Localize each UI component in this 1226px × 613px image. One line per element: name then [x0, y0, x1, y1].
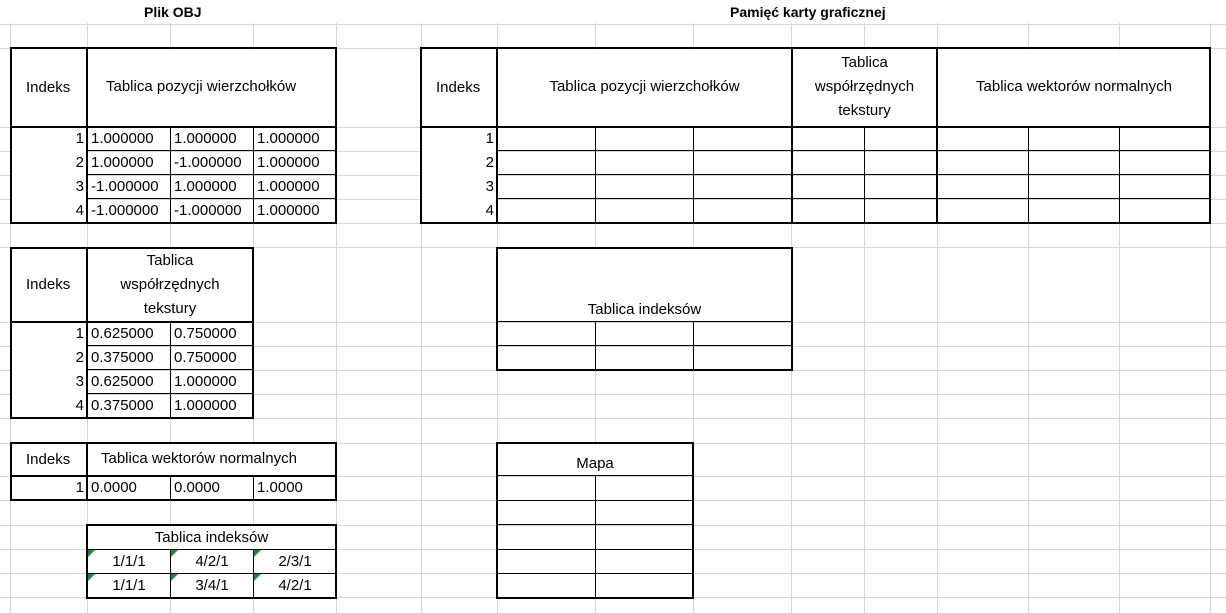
obj-file-title: Plik OBJ: [144, 4, 202, 20]
cell-z: 1.000000: [257, 154, 320, 171]
map-header: Mapa: [576, 455, 614, 472]
cell-v: 0.750000: [174, 325, 237, 342]
indices-header: Tablica indeksów: [154, 529, 269, 546]
row-index: 4: [485, 202, 494, 219]
column-header-texcoords-line2: współrzędnych: [120, 276, 220, 293]
cell-u: 0.625000: [91, 325, 154, 342]
cell-x: -1.000000: [91, 178, 159, 195]
cell-v: 1.000000: [174, 373, 237, 390]
face-index-cell: 1/1/1: [112, 577, 146, 594]
column-header-normals: Tablica wektorów normalnych: [101, 450, 297, 467]
row-index: 1: [75, 130, 84, 147]
column-header-texcoords-line3: tekstury: [838, 102, 891, 119]
column-header-texcoords-line2: współrzędnych: [814, 78, 915, 95]
column-header-indeks: Indeks: [26, 79, 71, 96]
gpu-indices-header: Tablica indeksów: [587, 301, 702, 318]
cell-y: 1.000000: [174, 178, 237, 195]
row-index: 3: [75, 373, 84, 390]
cell-x: 1.000000: [91, 154, 154, 171]
cell-v: 1.000000: [174, 397, 237, 414]
column-header-indeks: Indeks: [26, 276, 71, 293]
cell-y: 1.000000: [174, 130, 237, 147]
cell-y: -1.000000: [174, 154, 242, 171]
cell-v: 0.750000: [174, 349, 237, 366]
face-index-cell: 4/2/1: [278, 577, 312, 594]
cell-nx: 0.0000: [91, 479, 137, 496]
cell-y: -1.000000: [174, 202, 242, 219]
row-index: 2: [485, 154, 494, 171]
column-header-indeks: Indeks: [26, 451, 71, 468]
cell-z: 1.000000: [257, 178, 320, 195]
face-index-cell: 3/4/1: [195, 577, 229, 594]
gpu-memory-title: Pamięć karty graficznej: [730, 4, 886, 20]
face-index-cell: 2/3/1: [278, 553, 312, 570]
row-index: 3: [75, 178, 84, 195]
column-header-indeks: Indeks: [436, 79, 481, 96]
cell-u: 0.625000: [91, 373, 154, 390]
column-header-texcoords-line3: tekstury: [143, 300, 197, 317]
row-index: 1: [485, 130, 494, 147]
cell-nz: 1.0000: [257, 479, 303, 496]
column-header-positions: Tablica pozycji wierzchołków: [106, 78, 297, 95]
column-header-normals: Tablica wektorów normalnych: [976, 78, 1172, 95]
row-index: 2: [75, 349, 84, 366]
cell-x: 1.000000: [91, 130, 154, 147]
cell-z: 1.000000: [257, 130, 320, 147]
row-index: 4: [75, 397, 84, 414]
cell-z: 1.000000: [257, 202, 320, 219]
column-header-texcoords-line1: Tablica: [146, 252, 194, 269]
row-index: 2: [75, 154, 84, 171]
cell-u: 0.375000: [91, 349, 154, 366]
row-index: 3: [485, 178, 494, 195]
row-index: 1: [75, 479, 84, 496]
cell-u: 0.375000: [91, 397, 154, 414]
row-index: 1: [75, 325, 84, 342]
face-index-cell: 1/1/1: [112, 553, 146, 570]
cell-x: -1.000000: [91, 202, 159, 219]
cell-ny: 0.0000: [174, 479, 220, 496]
column-header-texcoords-line1: Tablica: [841, 54, 888, 71]
column-header-positions: Tablica pozycji wierzchołków: [549, 78, 740, 95]
face-index-cell: 4/2/1: [195, 553, 229, 570]
row-index: 4: [75, 202, 84, 219]
